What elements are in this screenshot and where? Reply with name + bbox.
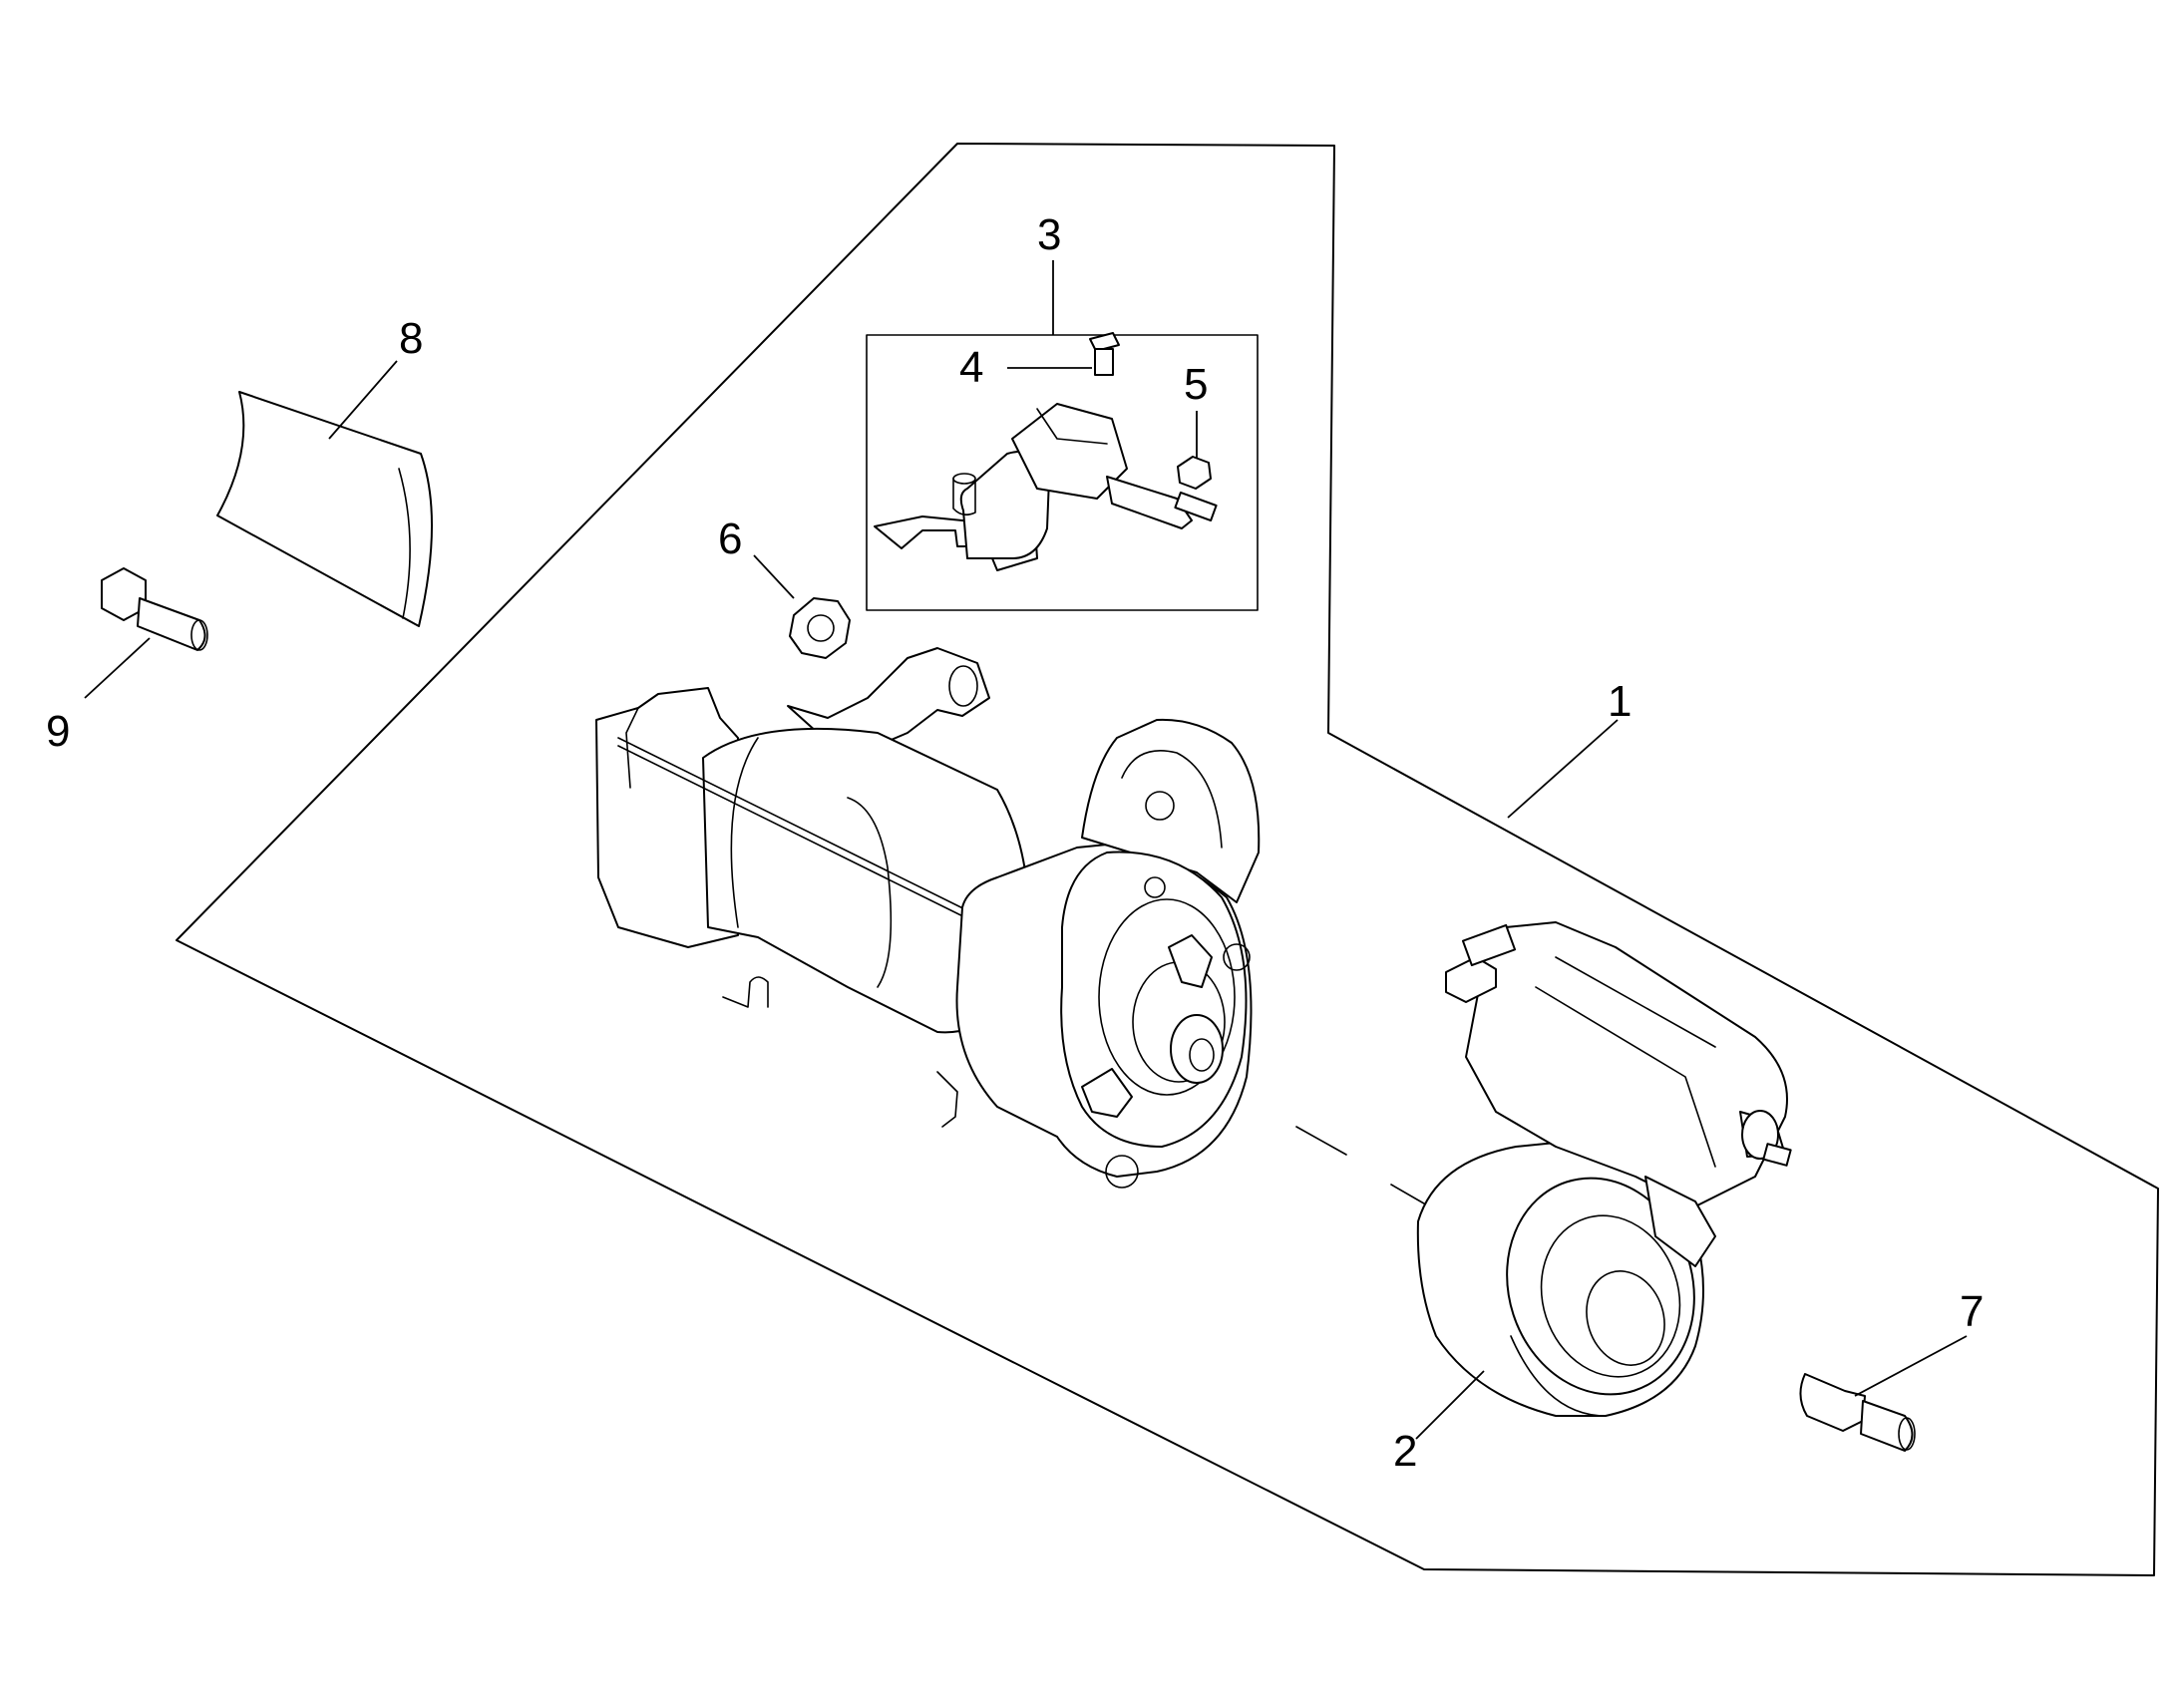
heat-shield-part	[216, 391, 433, 627]
callout-4: 4	[959, 343, 983, 392]
nut-part	[789, 597, 851, 659]
subassembly-box	[866, 334, 1259, 611]
leader-2	[1415, 1370, 1485, 1440]
callout-7: 7	[1960, 1287, 1984, 1336]
leader-1	[1507, 719, 1619, 819]
small-nut-part	[1177, 456, 1212, 490]
flange-bolt-part	[101, 567, 208, 651]
small-bolt-part	[1089, 332, 1120, 376]
callout-9: 9	[46, 707, 70, 756]
leader-6	[753, 554, 795, 599]
stud-part	[1799, 1373, 1916, 1452]
callout-5: 5	[1184, 360, 1208, 409]
leader-9	[84, 637, 151, 699]
leader-lines	[84, 260, 1968, 1440]
starter-motor-part	[595, 687, 1261, 1189]
assembly-boundary	[176, 143, 2159, 1576]
leader-7	[1854, 1335, 1968, 1397]
callout-6: 6	[718, 514, 742, 563]
callout-8: 8	[399, 314, 423, 363]
callout-3: 3	[1037, 210, 1061, 259]
solenoid-terminal-part	[874, 403, 1218, 571]
callout-1: 1	[1608, 677, 1632, 726]
starter-drive-assembly-part	[1416, 921, 1792, 1417]
alignment-dashes	[1295, 1126, 1437, 1211]
leader-8	[328, 360, 398, 440]
callout-2: 2	[1393, 1427, 1417, 1476]
